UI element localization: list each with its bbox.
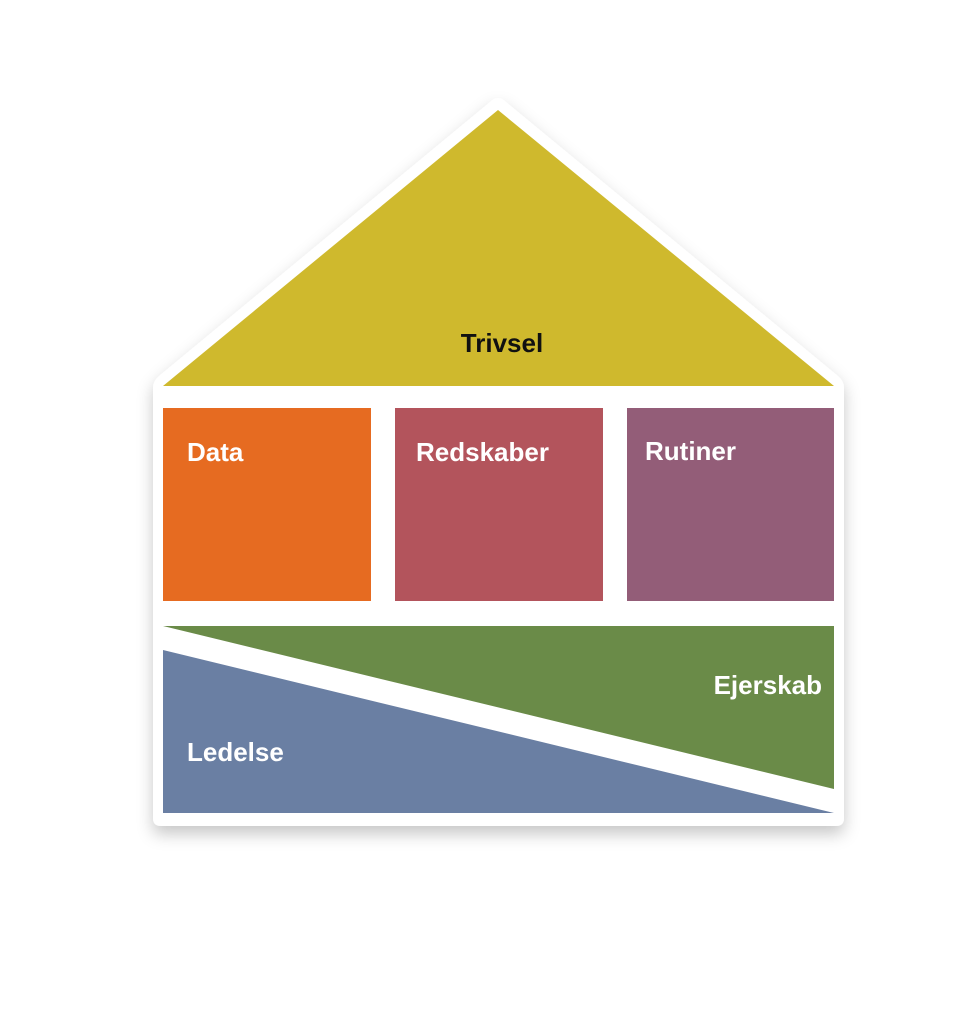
pillar-redskaber-label: Redskaber [416, 437, 549, 467]
pillar-redskaber [395, 408, 603, 601]
pillar-rutiner-label: Rutiner [645, 436, 736, 466]
foundation-ejerskab-label: Ejerskab [714, 670, 822, 700]
roof-trivsel [163, 110, 834, 386]
foundation-ejerskab [163, 626, 834, 789]
pillar-data [163, 408, 371, 601]
foundation-ledelse-label: Ledelse [187, 737, 284, 767]
pillar-rutiner [627, 408, 834, 601]
foundation-ledelse [163, 650, 834, 813]
pillar-data-label: Data [187, 437, 244, 467]
roof-label: Trivsel [461, 328, 543, 358]
